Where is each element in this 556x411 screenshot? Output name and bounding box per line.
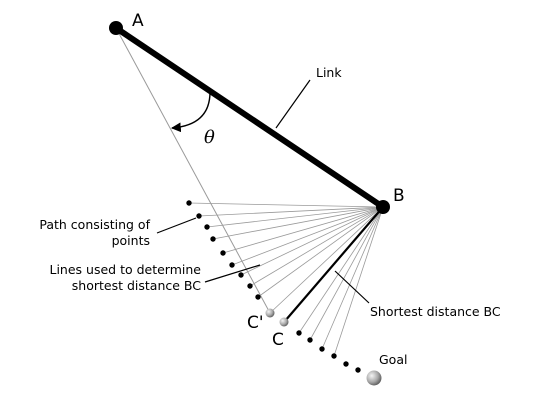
label-b: B — [393, 186, 405, 206]
fan-line — [212, 206, 384, 240]
fan-line — [257, 206, 384, 298]
fan-line — [269, 206, 384, 314]
shortest-pointer-line — [334, 270, 370, 304]
path-point — [210, 236, 216, 242]
fan-line — [222, 206, 384, 254]
path-point — [319, 346, 325, 352]
goal-sphere — [366, 370, 382, 386]
joint-a — [109, 21, 123, 35]
label-lines-line1: Lines used to determine — [50, 262, 202, 277]
joint-b — [376, 200, 390, 214]
path-point — [220, 250, 226, 256]
path-point — [229, 262, 235, 268]
link-pointer-line — [275, 79, 311, 129]
label-c: C — [272, 330, 284, 350]
point-c-prime-marker — [265, 308, 275, 318]
lines-pointer-line — [204, 264, 261, 283]
path-point — [331, 353, 337, 359]
label-lines-line2: shortest distance BC — [72, 278, 201, 293]
theta-arc — [171, 91, 211, 133]
point-c-marker — [279, 317, 289, 327]
fan-line — [206, 206, 384, 228]
label-c-prime: C' — [247, 313, 264, 333]
path-point — [343, 361, 349, 367]
path-point — [307, 337, 313, 343]
label-a: A — [132, 11, 144, 31]
fan-line — [198, 206, 384, 217]
shortest-distance-line — [284, 206, 384, 322]
path-point — [204, 224, 210, 230]
path-points — [186, 200, 361, 373]
path-point — [186, 200, 192, 206]
path-point — [255, 294, 261, 300]
label-path-line2: points — [112, 233, 150, 248]
fan-line — [298, 206, 384, 334]
path-point — [296, 330, 302, 336]
fan-line — [231, 206, 384, 266]
link-bar — [113, 25, 386, 210]
path-point — [355, 367, 361, 373]
path-point — [238, 272, 244, 278]
fan-line — [240, 206, 384, 276]
fan-line — [333, 206, 384, 357]
label-path-line1: Path consisting of — [39, 217, 150, 232]
fan-line — [249, 206, 384, 287]
fan-line — [321, 206, 384, 350]
label-shortest-distance: Shortest distance BC — [370, 304, 501, 319]
fan-line — [309, 206, 384, 341]
path-pointer-line — [156, 217, 197, 234]
line-a-to-c-prime — [115, 27, 271, 314]
fan-lines — [188, 202, 384, 357]
fan-line — [188, 202, 384, 208]
path-point — [196, 213, 202, 219]
label-theta: θ — [204, 127, 215, 148]
path-point — [247, 283, 253, 289]
label-link: Link — [316, 65, 342, 80]
label-goal: Goal — [379, 352, 407, 367]
